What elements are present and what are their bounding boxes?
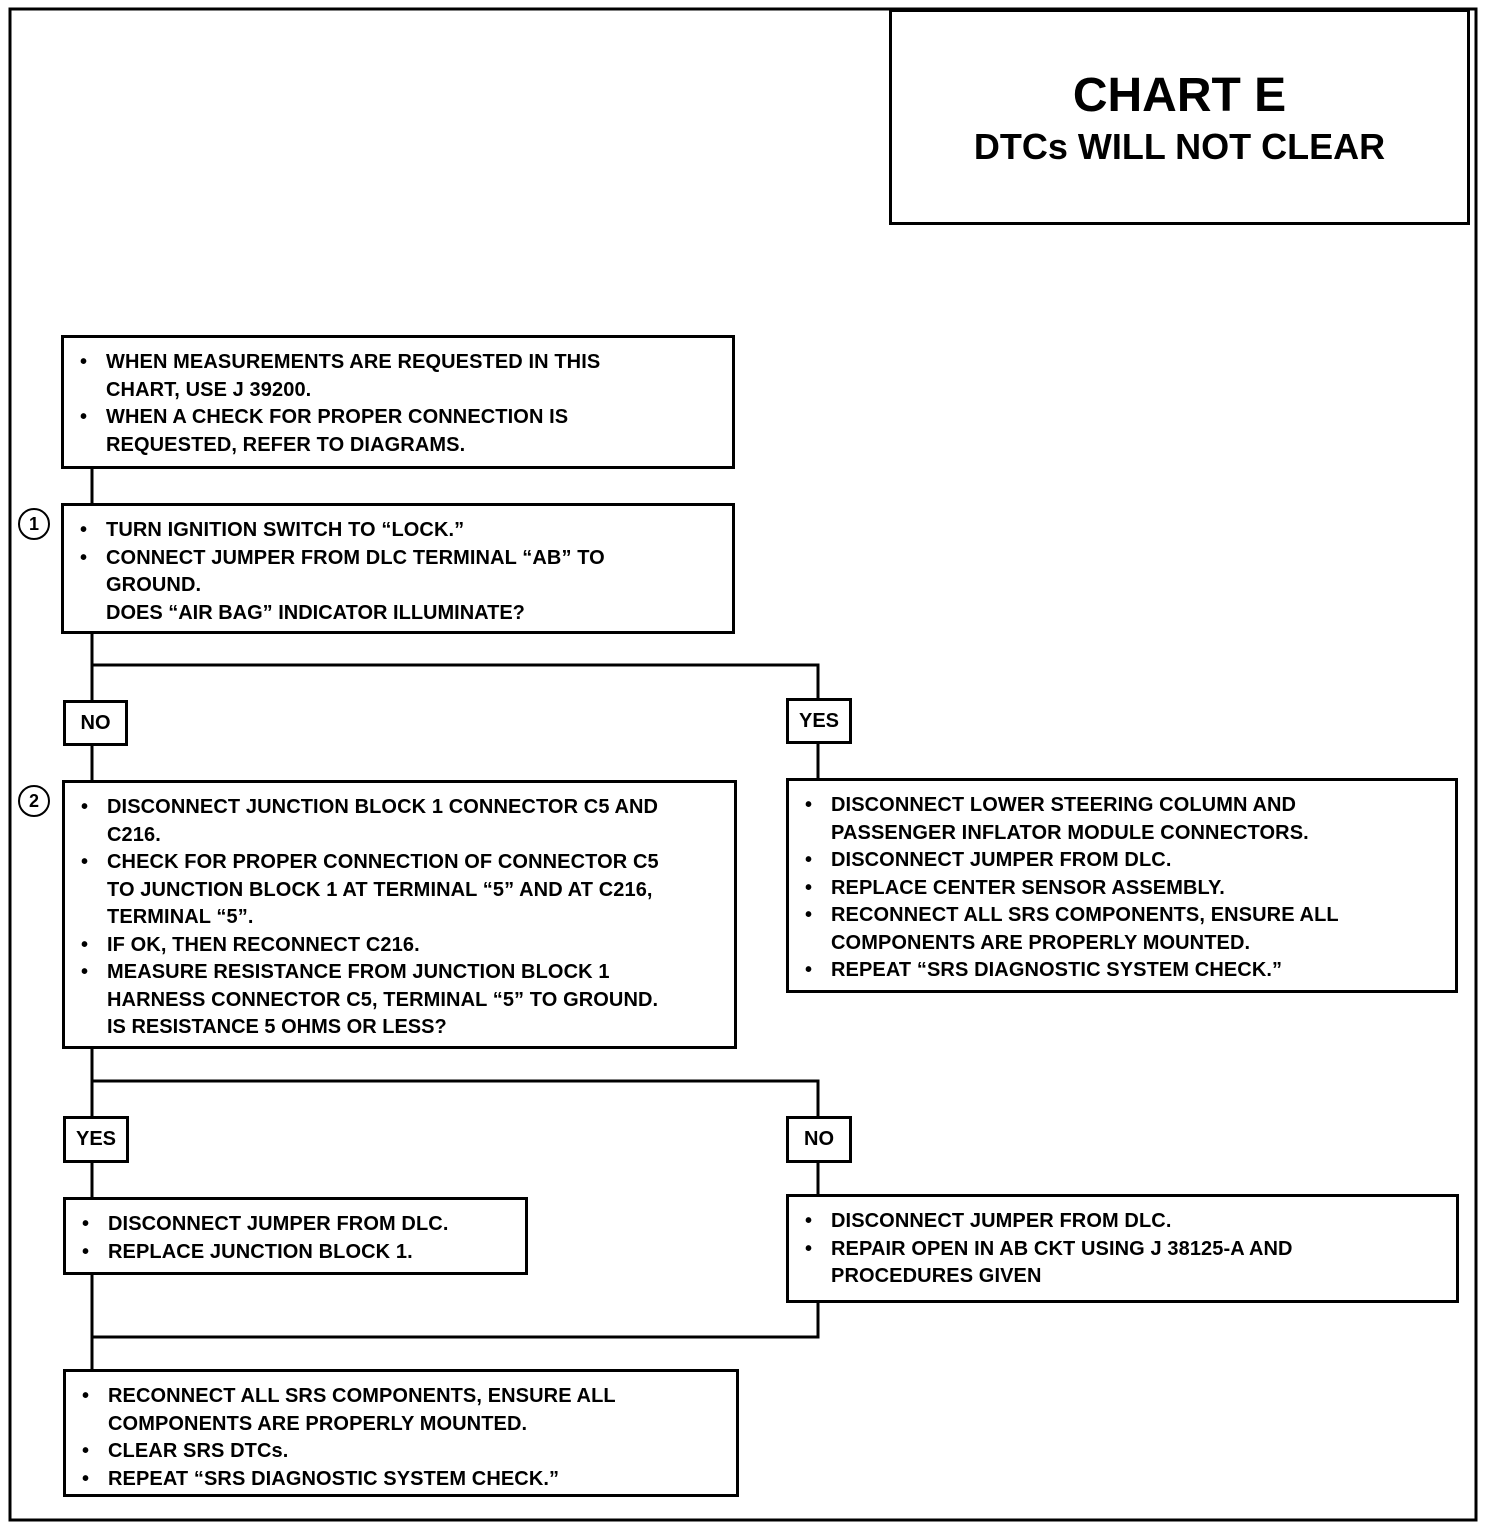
final-item: •CLEAR SRS DTCs. (82, 1440, 289, 1462)
chart-title-box: CHART E DTCs WILL NOT CLEAR (889, 9, 1470, 225)
step2-item: •DISCONNECT JUNCTION BLOCK 1 CONNECTOR C… (81, 796, 659, 846)
intro-item: •WHEN A CHECK FOR PROPER CONNECTION IS R… (80, 406, 569, 456)
no-branch2-item: •DISCONNECT JUMPER FROM DLC. (805, 1210, 1172, 1232)
connector-step2-no (92, 1079, 820, 1117)
intro-box: •WHEN MEASUREMENTS ARE REQUESTED IN THIS… (61, 335, 735, 469)
final-box: •RECONNECT ALL SRS COMPONENTS, ENSURE AL… (63, 1369, 739, 1497)
step1-box: •TURN IGNITION SWITCH TO “LOCK.” •CONNEC… (61, 503, 735, 634)
branch1-no-label: NO (63, 700, 128, 746)
step-number-2: 2 (18, 785, 50, 817)
chart-title: CHART E (1072, 69, 1287, 122)
yes-branch2-item: •REPLACE JUNCTION BLOCK 1. (82, 1240, 413, 1263)
connector-step1-yes (92, 663, 820, 699)
connector-repair-merge (92, 1302, 820, 1339)
yes-branch1-item: •RECONNECT ALL SRS COMPONENTS, ENSURE AL… (805, 904, 1339, 954)
final-item: •REPEAT “SRS DIAGNOSTIC SYSTEM CHECK.” (82, 1467, 560, 1490)
no-branch2-box: •DISCONNECT JUMPER FROM DLC. •REPAIR OPE… (786, 1194, 1459, 1303)
step2-item: •CHECK FOR PROPER CONNECTION OF CONNECTO… (81, 851, 659, 928)
yes-branch1-box: •DISCONNECT LOWER STEERING COLUMN AND PA… (786, 778, 1458, 993)
step2-box: •DISCONNECT JUNCTION BLOCK 1 CONNECTOR C… (62, 780, 737, 1049)
yes-branch2-item: •DISCONNECT JUMPER FROM DLC. (82, 1213, 449, 1235)
branch2-yes-label: YES (63, 1116, 129, 1163)
step1-item: •CONNECT JUMPER FROM DLC TERMINAL “AB” T… (80, 546, 605, 597)
intro-item: •WHEN MEASUREMENTS ARE REQUESTED IN THIS… (80, 351, 601, 401)
page-frame (8, 7, 1478, 1522)
yes-branch1-item: •REPLACE CENTER SENSOR ASSEMBLY. (805, 876, 1225, 899)
step-number-1: 1 (18, 508, 50, 540)
step2-item: •MEASURE RESISTANCE FROM JUNCTION BLOCK … (81, 961, 659, 1011)
step2-question: IS RESISTANCE 5 OHMS OR LESS? (107, 1016, 447, 1038)
step2-item: •IF OK, THEN RECONNECT C216. (81, 933, 420, 956)
yes-branch1-item: •DISCONNECT LOWER STEERING COLUMN AND PA… (805, 794, 1309, 844)
yes-branch1-item: •REPEAT “SRS DIAGNOSTIC SYSTEM CHECK.” (805, 959, 1283, 981)
no-branch2-item: •REPAIR OPEN IN AB CKT USING J 38125-A A… (805, 1237, 1293, 1288)
branch1-yes-label: YES (786, 698, 852, 744)
yes-branch1-item: •DISCONNECT JUMPER FROM DLC. (805, 849, 1172, 871)
yes-branch2-box: •DISCONNECT JUMPER FROM DLC. •REPLACE JU… (63, 1197, 528, 1275)
step1-item: •TURN IGNITION SWITCH TO “LOCK.” (80, 519, 465, 541)
step1-question: DOES “AIR BAG” INDICATOR ILLUMINATE? (106, 601, 525, 624)
final-item: •RECONNECT ALL SRS COMPONENTS, ENSURE AL… (82, 1385, 616, 1435)
branch2-no-label: NO (786, 1116, 852, 1163)
chart-subtitle: DTCs WILL NOT CLEAR (973, 126, 1386, 167)
